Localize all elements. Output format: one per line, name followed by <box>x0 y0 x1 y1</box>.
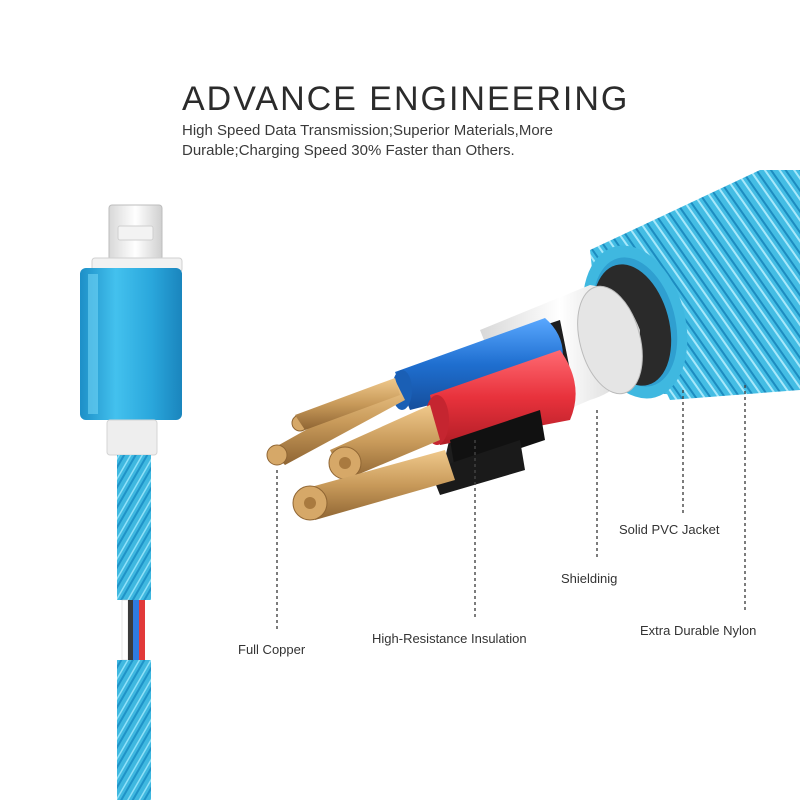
usb-connector <box>80 204 183 800</box>
cable-cross-section <box>266 170 800 800</box>
subtitle-line-1: High Speed Data Transmission;Superior Ma… <box>182 122 553 139</box>
label-nylon: Extra Durable Nylon <box>640 623 757 638</box>
label-shielding: Shieldinig <box>561 571 618 586</box>
subtitle-line-2: Durable;Charging Speed 30% Faster than O… <box>182 142 515 159</box>
label-full-copper: Full Copper <box>238 642 306 657</box>
leader-lines <box>276 385 746 630</box>
label-pvc-jacket: Solid PVC Jacket <box>619 522 720 537</box>
page-title: ADVANCE ENGINEERING <box>182 80 630 118</box>
copper-strands <box>266 378 455 521</box>
label-insulation: High-Resistance Insulation <box>372 631 527 646</box>
